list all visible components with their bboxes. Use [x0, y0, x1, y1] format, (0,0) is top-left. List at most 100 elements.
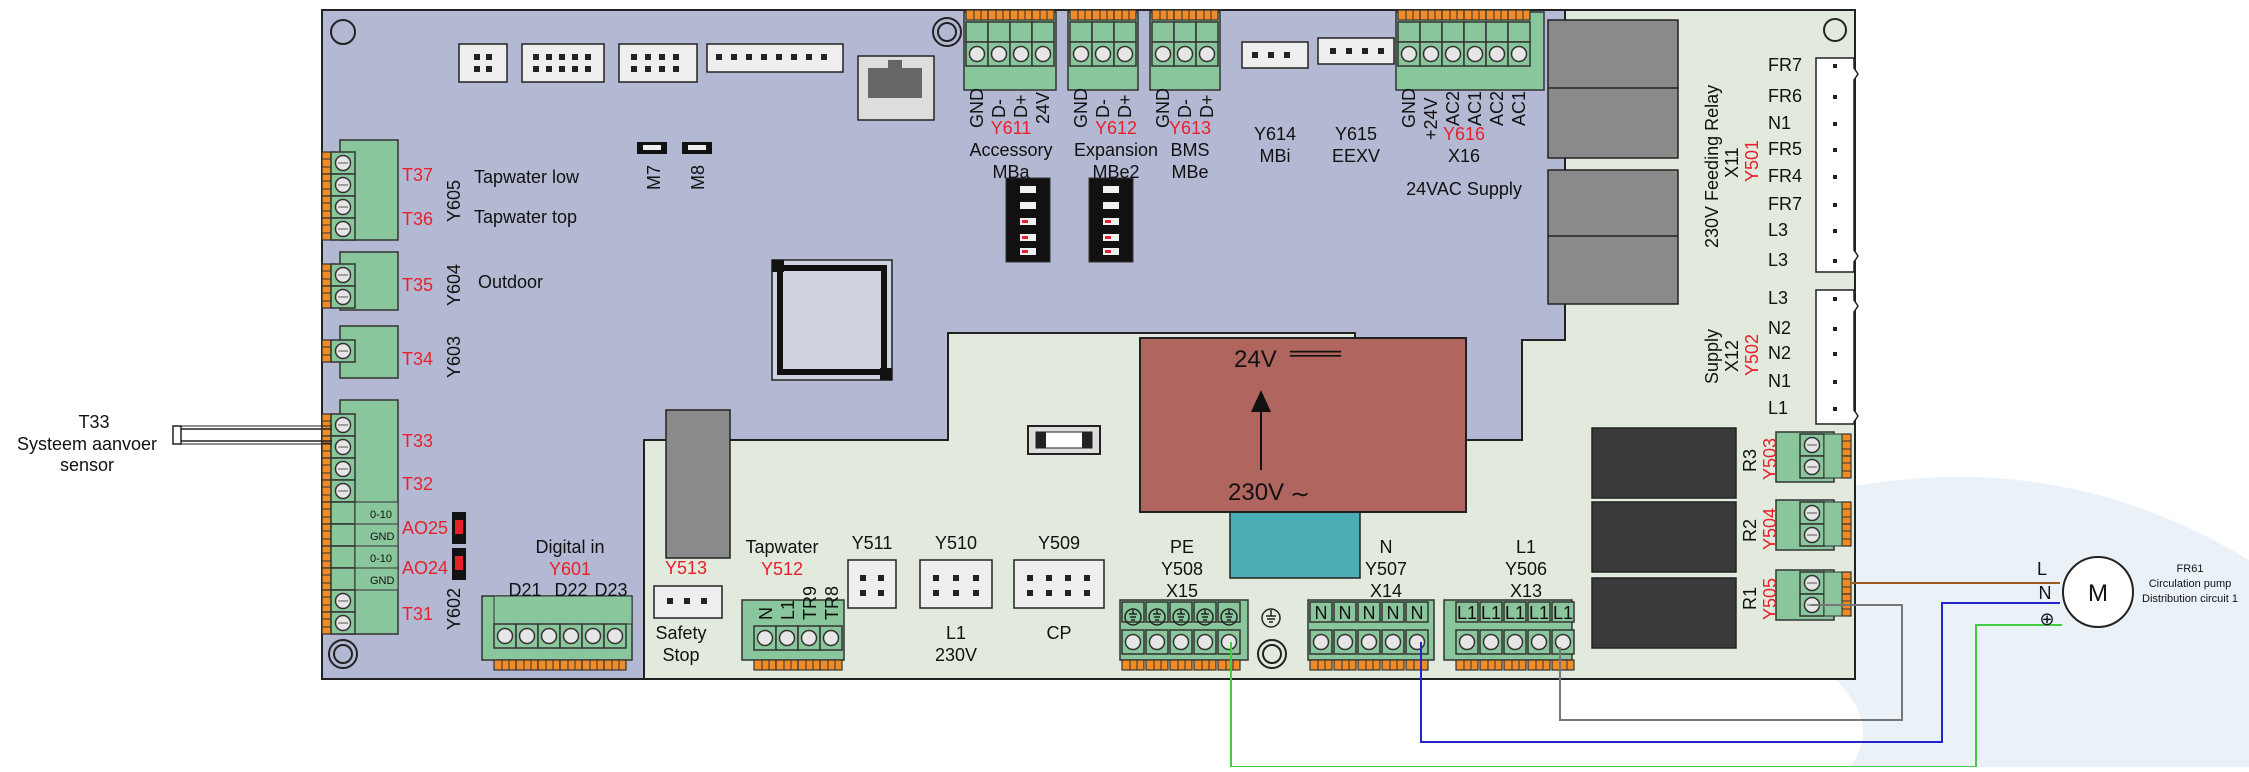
- x11-pin-1: FR7: [1768, 55, 1802, 75]
- label-outdoor: Outdoor: [478, 272, 543, 292]
- x12-pin-1: L3: [1768, 288, 1788, 308]
- pump-pe-label: ⊕: [2039, 609, 2054, 629]
- terminal-block-y512: [741, 599, 845, 671]
- x16-pin-ac2: AC2: [1443, 91, 1463, 126]
- terminal-block-y604: [321, 251, 399, 311]
- y611-pin-dplus: D+: [1011, 94, 1031, 118]
- x12-pin-3: N2: [1768, 343, 1791, 363]
- tapwater-title: Tapwater: [745, 537, 818, 557]
- terminal-ao24: AO24: [402, 558, 448, 578]
- x12-pin-2: N2: [1768, 318, 1791, 338]
- y510-line2: 230V: [935, 645, 977, 665]
- dip-switch-mbe2[interactable]: [1088, 177, 1134, 263]
- jumper-m8[interactable]: [682, 142, 712, 154]
- x11-pin-8: L3: [1768, 250, 1788, 270]
- y509-cp: CP: [1046, 623, 1071, 643]
- y614-line1: MBi: [1260, 146, 1291, 166]
- transformer-24v: 24V: [1234, 346, 1277, 373]
- terminal-block-y605: [321, 139, 399, 241]
- x11-pin-7: L3: [1768, 220, 1788, 240]
- dip-switch-mba[interactable]: [1005, 177, 1051, 263]
- mounting-hole: [932, 17, 962, 47]
- terminal-block-y603: [321, 325, 399, 379]
- header-safety: [653, 585, 723, 619]
- l1-x: X13: [1510, 581, 1542, 601]
- y612-id: Y612: [1095, 118, 1137, 138]
- transformer-dc-symbol: ═══: [1289, 340, 1342, 367]
- digital-in-title: Digital in: [535, 537, 604, 557]
- transformer: [1139, 337, 1467, 513]
- relay-r2: [1591, 501, 1737, 573]
- relay-r1-label: R1: [1740, 587, 1760, 610]
- n-id: Y507: [1365, 559, 1407, 579]
- n-pin: N: [1339, 603, 1352, 623]
- l1-pin: L1: [1457, 603, 1477, 623]
- low-voltage-area: [321, 9, 1566, 680]
- y615-id: Y615: [1335, 124, 1377, 144]
- terminal-t33: T33: [402, 431, 433, 451]
- digital-in-id: Y601: [549, 559, 591, 579]
- x16-pin-ac2b: AC2: [1487, 91, 1507, 126]
- pump-n-label: N: [2039, 583, 2052, 603]
- header-y614: [1241, 41, 1309, 69]
- sensor-name: T33: [78, 412, 109, 432]
- terminal-ao25: AO25: [402, 518, 448, 538]
- terminal-t36: T36: [402, 209, 433, 229]
- safety-label-2: Stop: [662, 645, 699, 665]
- feeding-title: 230V Feeding Relay: [1702, 85, 1722, 248]
- y611-line2: MBa: [992, 162, 1030, 182]
- digital-in-d22: D22: [554, 580, 587, 600]
- n-x: X14: [1370, 581, 1402, 601]
- label-tapwater-top: Tapwater top: [474, 207, 577, 227]
- y509-id: Y509: [1038, 533, 1080, 553]
- y613-id: Y613: [1169, 118, 1211, 138]
- label-y603: Y603: [444, 336, 464, 378]
- relay-r2-id: Y504: [1760, 508, 1780, 550]
- terminal-block-y601: [481, 595, 633, 671]
- jumper-ao25[interactable]: [452, 512, 466, 544]
- jumper-m7[interactable]: [637, 142, 667, 154]
- sensor-t33: [172, 425, 332, 445]
- terminal-block-y505: [1775, 569, 1852, 621]
- x12-pin-4: N1: [1768, 371, 1791, 391]
- y612-pin-dplus: D+: [1115, 94, 1135, 118]
- connector-x12: [1815, 289, 1859, 425]
- y616-caption: 24VAC Supply: [1406, 179, 1522, 199]
- component-y513: [665, 409, 731, 559]
- y510-id: Y510: [935, 533, 977, 553]
- transformer-230v: 230V: [1228, 479, 1284, 506]
- jumper-ao24[interactable]: [452, 548, 466, 580]
- transformer-ac-symbol: ∼: [1290, 481, 1310, 508]
- terminal-block-x16: [1395, 9, 1545, 91]
- digital-in-d23: D23: [594, 580, 627, 600]
- pump-desc-2: Distribution circuit 1: [2142, 593, 2238, 605]
- y611-pin-gnd: GND: [967, 88, 987, 128]
- pin-header: [458, 43, 844, 83]
- x16-pin-gnd: GND: [1399, 88, 1419, 128]
- fuse: [1027, 425, 1101, 455]
- header-y509: [1013, 559, 1105, 609]
- relay-r1-id: Y505: [1760, 578, 1780, 620]
- label-y602: Y602: [444, 588, 464, 630]
- processor-chip: [771, 259, 893, 381]
- wire-blue-neutral: [1420, 602, 2060, 743]
- y614-id: Y614: [1254, 124, 1296, 144]
- l1-pin: L1: [1505, 603, 1525, 623]
- feeding-x: X11: [1722, 147, 1742, 178]
- earth-symbol-icon: [1261, 608, 1281, 628]
- tag-010-a: 0-10: [370, 509, 392, 521]
- x11-pin-5: FR4: [1768, 166, 1802, 186]
- sensor-desc-2: sensor: [60, 455, 114, 475]
- supply-title: Supply: [1702, 329, 1722, 384]
- network-socket: [857, 55, 935, 121]
- tapwater-id: Y512: [761, 559, 803, 579]
- header-y510: [919, 559, 993, 609]
- l1-pin: L1: [1553, 603, 1573, 623]
- x16-pin-24v: +24V: [1421, 97, 1441, 140]
- label-y604: Y604: [444, 264, 464, 306]
- supply-x: X12: [1722, 340, 1742, 372]
- y613-pin-gnd: GND: [1153, 88, 1173, 128]
- y616-id: Y616: [1443, 124, 1485, 144]
- terminal-block-y602: [321, 399, 399, 635]
